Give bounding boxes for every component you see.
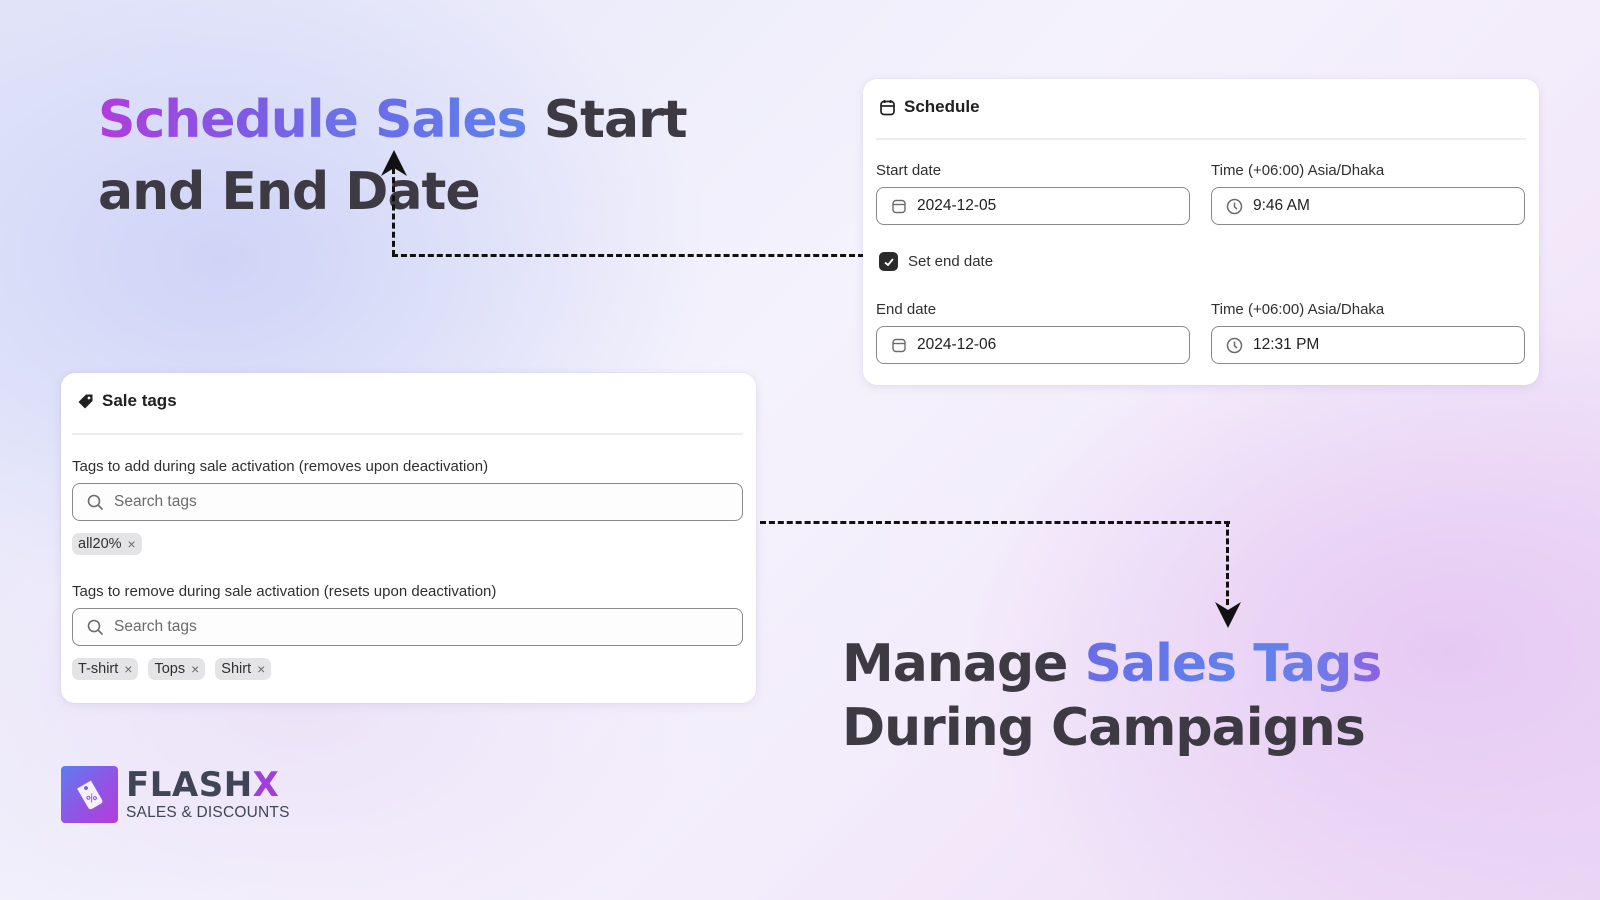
headline-sales-word: Sales xyxy=(1084,634,1238,694)
arrow-down-icon xyxy=(1215,602,1241,628)
connector-line-vertical xyxy=(392,168,395,256)
remove-tag-icon[interactable]: × xyxy=(127,536,136,552)
tag-chip: Tops × xyxy=(148,658,206,680)
connector-line-horizontal xyxy=(392,254,864,257)
calendar-icon xyxy=(879,99,896,116)
headline-tags-word: Tags xyxy=(1253,634,1382,694)
remove-tags-search-input[interactable]: Search tags xyxy=(72,608,743,646)
end-time-group: Time (+06:00) Asia/Dhaka 12:31 PM xyxy=(1211,301,1525,364)
logo-brand: FLASHX xyxy=(126,767,290,803)
headline-schedule-word: Schedule xyxy=(98,90,359,150)
remove-tag-icon[interactable]: × xyxy=(191,661,200,677)
headline-rest: Start and End Date xyxy=(98,90,688,222)
sale-tags-card: Sale tags Tags to add during sale activa… xyxy=(61,373,756,703)
schedule-title-text: Schedule xyxy=(904,97,980,116)
tag-chip: Shirt × xyxy=(215,658,272,680)
add-tags-placeholder: Search tags xyxy=(114,493,197,510)
end-date-group: End date 2024-12-06 xyxy=(876,301,1190,364)
set-end-date-checkbox-row[interactable]: Set end date xyxy=(879,252,993,271)
calendar-icon xyxy=(891,337,907,353)
schedule-card-title: Schedule xyxy=(879,97,980,117)
start-time-input[interactable]: 9:46 AM xyxy=(1211,187,1525,225)
remove-tag-icon[interactable]: × xyxy=(124,661,133,677)
start-time-value: 9:46 AM xyxy=(1253,197,1310,214)
set-end-date-checkbox[interactable] xyxy=(879,252,898,271)
tag-chip-label: Shirt xyxy=(221,661,252,677)
end-date-label: End date xyxy=(876,301,937,318)
tag-chip-label: Tops xyxy=(154,661,186,677)
end-date-input[interactable]: 2024-12-06 xyxy=(876,326,1190,364)
set-end-date-label: Set end date xyxy=(908,253,994,270)
tag-chip-label: T-shirt xyxy=(78,661,119,677)
discount-tag-icon: % xyxy=(76,780,102,809)
end-date-value: 2024-12-06 xyxy=(917,336,997,353)
start-date-group: Start date 2024-12-05 xyxy=(876,162,1190,225)
headline-manage-word: Manage xyxy=(842,634,1068,694)
logo-text: FLASHX SALES & DISCOUNTS xyxy=(126,767,290,822)
remove-tags-section: Tags to remove during sale activation (r… xyxy=(72,583,743,680)
tag-icon xyxy=(77,393,94,410)
add-tags-label: Tags to add during sale activation (remo… xyxy=(72,458,489,475)
tag-chip-label: all20% xyxy=(78,536,122,552)
calendar-icon xyxy=(891,198,907,214)
start-time-label: Time (+06:00) Asia/Dhaka xyxy=(1211,162,1385,179)
schedule-card: Schedule Start date 2024-12-05 Time (+06… xyxy=(863,79,1539,385)
svg-text:%: % xyxy=(85,791,99,806)
headline-schedule: Schedule Sales Start and End Date xyxy=(98,84,758,228)
search-icon xyxy=(87,494,104,511)
tag-chip: all20% × xyxy=(72,533,142,555)
start-date-label: Start date xyxy=(876,162,942,179)
connector-line-horizontal xyxy=(760,521,1230,524)
headline-sales-word: Sales xyxy=(375,90,528,150)
start-time-group: Time (+06:00) Asia/Dhaka 9:46 AM xyxy=(1211,162,1525,225)
logo-brand-x: X xyxy=(252,765,280,805)
flashx-logo: % FLASHX SALES & DISCOUNTS xyxy=(61,766,290,823)
add-tags-section: Tags to add during sale activation (remo… xyxy=(72,458,743,555)
end-time-value: 12:31 PM xyxy=(1253,336,1320,353)
sale-tags-card-title: Sale tags xyxy=(77,391,177,411)
headline-rest: During Campaigns xyxy=(842,698,1366,758)
sale-tags-title-text: Sale tags xyxy=(102,391,177,410)
remove-tags-label: Tags to remove during sale activation (r… xyxy=(72,583,497,600)
logo-brand-main: FLASH xyxy=(126,765,253,805)
remove-tags-chip-list: T-shirt × Tops × Shirt × xyxy=(72,658,743,680)
sale-tags-divider xyxy=(72,433,743,435)
start-date-value: 2024-12-05 xyxy=(917,197,997,214)
headline-manage-tags: Manage Sales Tags During Campaigns xyxy=(842,632,1582,760)
tag-chip: T-shirt × xyxy=(72,658,139,680)
end-time-label: Time (+06:00) Asia/Dhaka xyxy=(1211,301,1385,318)
end-time-input[interactable]: 12:31 PM xyxy=(1211,326,1525,364)
add-tags-chip-list: all20% × xyxy=(72,533,743,555)
start-date-input[interactable]: 2024-12-05 xyxy=(876,187,1190,225)
add-tags-search-input[interactable]: Search tags xyxy=(72,483,743,521)
logo-subtitle: SALES & DISCOUNTS xyxy=(126,804,290,821)
remove-tags-placeholder: Search tags xyxy=(114,618,197,635)
arrow-up-icon xyxy=(381,150,407,176)
clock-icon xyxy=(1226,198,1243,215)
search-icon xyxy=(87,619,104,636)
logo-badge: % xyxy=(61,766,118,823)
remove-tag-icon[interactable]: × xyxy=(257,661,266,677)
connector-line-vertical xyxy=(1226,521,1229,605)
clock-icon xyxy=(1226,337,1243,354)
checkmark-icon xyxy=(883,257,894,266)
schedule-divider xyxy=(876,138,1526,140)
